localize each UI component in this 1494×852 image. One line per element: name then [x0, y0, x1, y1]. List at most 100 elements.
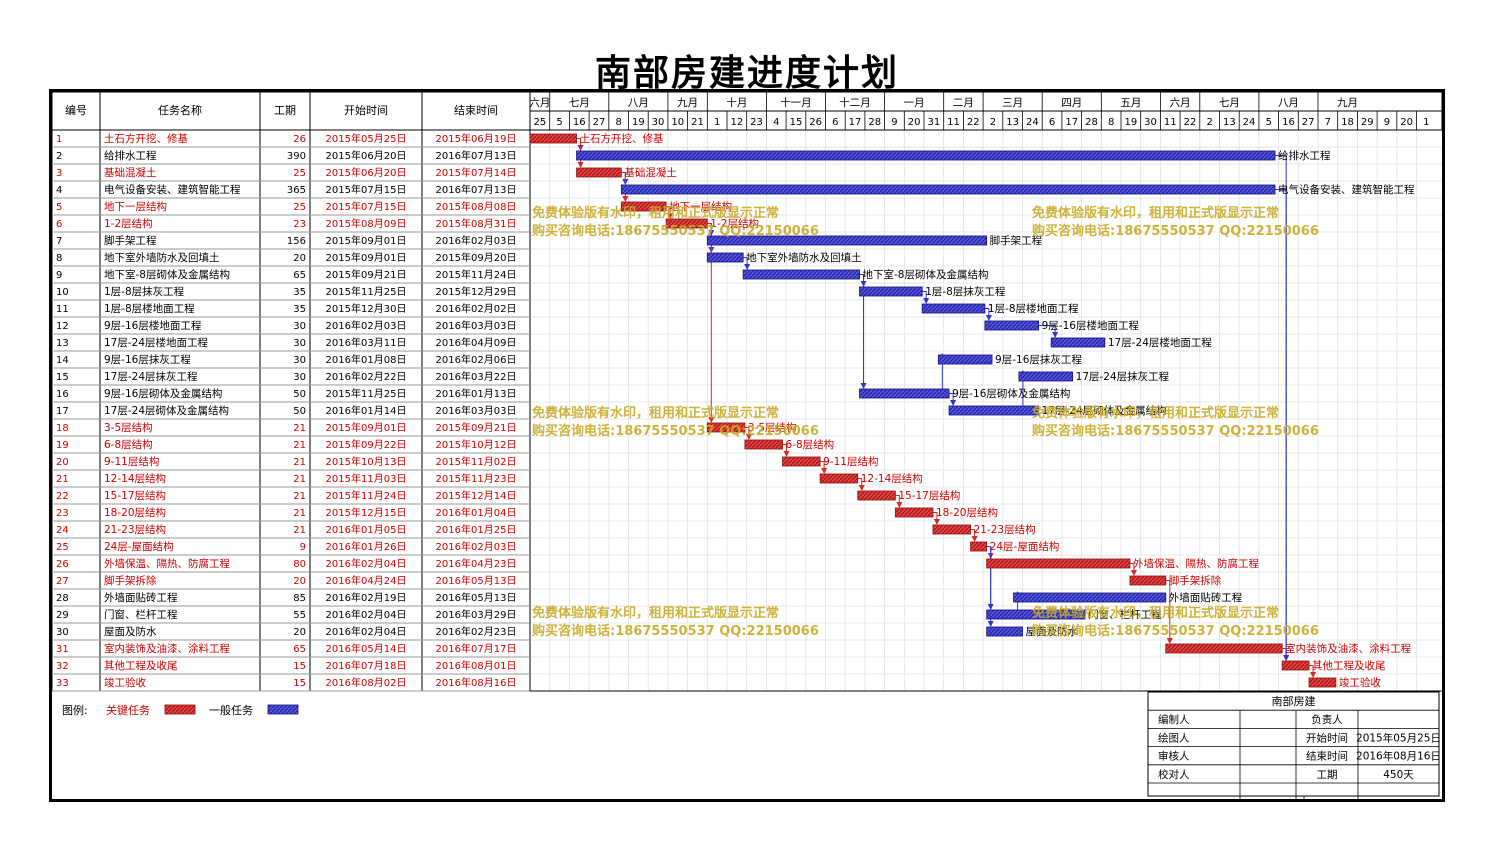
- info-label: 编制人: [1158, 713, 1190, 726]
- task-name: 外墙面贴砖工程: [104, 591, 178, 604]
- task-duration: 30: [293, 372, 306, 383]
- dependency-link: [922, 291, 930, 304]
- task-bar-2: [576, 150, 1276, 161]
- task-bar-label: 脚手架拆除: [1169, 574, 1222, 587]
- task-bar-16: [859, 388, 950, 399]
- task-end: 2016年02月06日: [436, 353, 517, 366]
- dependency-link: [1275, 189, 1290, 661]
- column-header-end: 结束时间: [454, 104, 498, 117]
- task-start: 2016年02月04日: [326, 557, 407, 570]
- day-label: 21: [691, 117, 704, 128]
- task-start: 2016年07月18日: [326, 659, 407, 672]
- day-label: 29: [1361, 117, 1374, 128]
- task-no: 32: [56, 661, 69, 672]
- task-bar-4: [620, 184, 1276, 195]
- task-name: 脚手架拆除: [104, 574, 157, 587]
- dependency-link: [970, 529, 978, 542]
- task-bar-label: 给排水工程: [1278, 149, 1331, 162]
- month-label: 九月: [1337, 97, 1358, 109]
- task-end: 2016年01月04日: [436, 506, 517, 519]
- task-start: 2016年01月05日: [326, 523, 407, 536]
- task-end: 2015年07月14日: [436, 166, 517, 179]
- day-label: 27: [593, 117, 606, 128]
- task-duration: 21: [293, 457, 306, 468]
- task-bar-label: 15-17层结构: [898, 489, 960, 502]
- watermark-line2: 购买咨询电话:18675550537 QQ:22150066: [532, 223, 819, 239]
- info-label: 结束时间: [1306, 750, 1348, 763]
- task-bar-33: [1308, 677, 1337, 688]
- task-bar-1: [529, 133, 577, 144]
- task-end: 2015年06月19日: [436, 132, 517, 145]
- task-bar-label: 9层-16层抹灰工程: [995, 353, 1082, 366]
- task-duration: 20: [293, 253, 306, 264]
- day-label: 9: [891, 117, 897, 128]
- task-end: 2016年07月17日: [436, 642, 517, 655]
- task-bar-27: [1129, 575, 1167, 586]
- dependency-link: [820, 461, 828, 474]
- task-bar-label: 9-11层结构: [823, 455, 878, 468]
- task-end: 2016年02月03日: [436, 234, 517, 247]
- task-bar-label: 室内装饰及油漆、涂料工程: [1285, 642, 1411, 655]
- task-duration: 20: [293, 576, 306, 587]
- day-label: 19: [1124, 117, 1137, 128]
- task-bar-32: [1281, 660, 1310, 671]
- task-duration: 35: [293, 287, 306, 298]
- watermark-line1: 免费体验版有水印，租用和正式版显示正常: [1032, 605, 1279, 621]
- task-no: 26: [56, 559, 69, 570]
- watermark-line2: 购买咨询电话:18675550537 QQ:22150066: [532, 623, 819, 639]
- task-end: 2015年09月20日: [436, 251, 517, 264]
- task-duration: 50: [293, 389, 306, 400]
- task-duration: 30: [293, 338, 306, 349]
- task-bar-10: [859, 286, 923, 297]
- task-end: 2015年12月29日: [436, 285, 517, 298]
- task-end: 2016年05月13日: [436, 574, 517, 587]
- task-bar-label: 1层-8层楼地面工程: [988, 302, 1079, 315]
- task-bar-label: 脚手架工程: [990, 234, 1043, 247]
- task-duration: 21: [293, 474, 306, 485]
- day-label: 8: [615, 117, 621, 128]
- month-label: 三月: [1002, 97, 1023, 109]
- watermark-line2: 购买咨询电话:18675550537 QQ:22150066: [532, 423, 819, 439]
- dependency-link: [984, 308, 992, 321]
- day-label: 30: [652, 117, 665, 128]
- task-no: 12: [56, 321, 69, 332]
- task-bar-9: [742, 269, 860, 280]
- task-no: 5: [56, 202, 62, 213]
- legend-critical-label: 关键任务: [106, 703, 150, 717]
- task-start: 2016年02月19日: [326, 591, 407, 604]
- task-no: 3: [56, 168, 62, 179]
- column-header-name: 任务名称: [158, 103, 202, 117]
- task-no: 29: [56, 610, 69, 621]
- column-header-start: 开始时间: [344, 103, 388, 117]
- task-no: 30: [56, 627, 69, 638]
- task-no: 17: [56, 406, 69, 417]
- task-bar-19: [744, 439, 783, 450]
- task-no: 10: [56, 287, 69, 298]
- task-no: 8: [56, 253, 62, 264]
- task-duration: 65: [293, 644, 306, 655]
- legend-title: 图例:: [62, 703, 88, 717]
- task-name: 室内装饰及油漆、涂料工程: [104, 642, 230, 655]
- task-bar-label: 9层-16层楼地面工程: [1042, 319, 1140, 332]
- day-label: 9: [1384, 117, 1390, 128]
- task-duration: 390: [287, 151, 306, 162]
- task-bar-24: [932, 524, 971, 535]
- task-start: 2015年06月20日: [326, 166, 407, 179]
- task-duration: 30: [293, 355, 306, 366]
- day-label: 24: [1026, 117, 1039, 128]
- day-label: 11: [1164, 117, 1177, 128]
- task-end: 2016年02月23日: [436, 625, 517, 638]
- task-name: 地下一层结构: [104, 200, 167, 213]
- task-bar-22: [857, 490, 896, 501]
- task-no: 4: [56, 185, 62, 196]
- dependency-link: [782, 444, 790, 457]
- task-name: 地下室外墙防水及回填土: [104, 251, 220, 264]
- month-label: 六月: [529, 97, 550, 109]
- task-no: 25: [56, 542, 69, 553]
- month-label: 九月: [677, 97, 698, 109]
- day-label: 17: [1065, 117, 1078, 128]
- task-duration: 9: [300, 542, 306, 553]
- task-bar-28: [1013, 592, 1167, 603]
